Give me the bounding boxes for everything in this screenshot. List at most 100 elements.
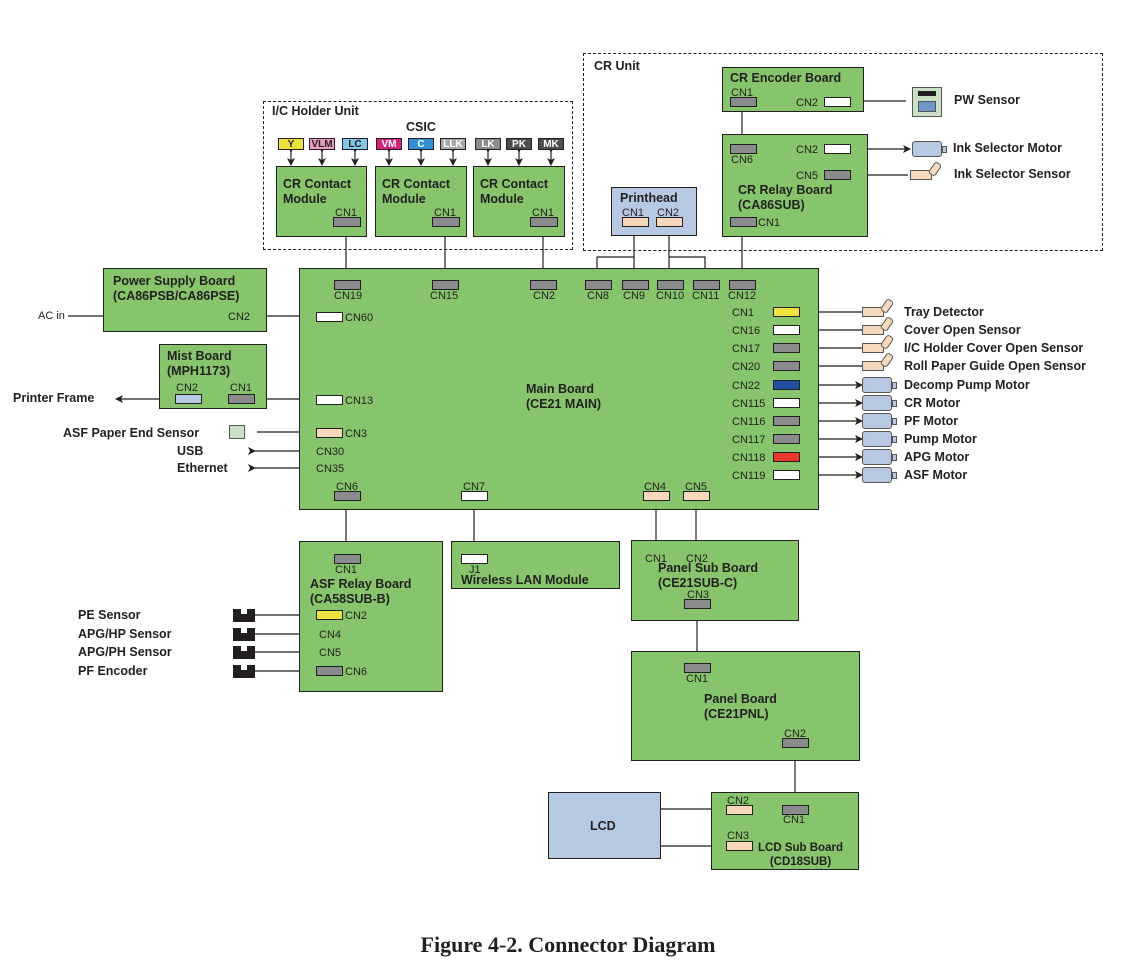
connector-label: CN60	[345, 312, 374, 324]
connector-cn116[interactable]	[773, 416, 800, 426]
connector-cn6[interactable]	[334, 491, 361, 501]
i-c-holder-cover-open-sensor-label: I/C Holder Cover Open Sensor	[904, 341, 1084, 355]
connector-cn1[interactable]	[782, 805, 809, 815]
connector-label: CN2	[727, 795, 750, 807]
connector-cn4[interactable]	[643, 491, 670, 501]
connector-label: CN9	[623, 290, 646, 302]
connector-label: CN1	[434, 207, 457, 219]
connector-cn2[interactable]	[824, 144, 851, 154]
connector-cn1[interactable]	[684, 663, 711, 673]
ink-cartridge-c: C	[408, 138, 434, 150]
connector-cn119[interactable]	[773, 470, 800, 480]
connector-label: CN6	[345, 666, 368, 678]
roll-paper-guide-open-sensor-label: Roll Paper Guide Open Sensor	[904, 359, 1086, 373]
cr-relay-board: CN6 CN2 CN5 CR Relay Board (CA86SUB) CN1	[722, 134, 868, 237]
board-title: CR Relay Board (CA86SUB)	[738, 183, 833, 212]
connector-cn1[interactable]	[333, 217, 361, 227]
connector-cn8[interactable]	[585, 280, 612, 290]
connector-cn115[interactable]	[773, 398, 800, 408]
connector-label: CN3	[345, 428, 368, 440]
connector-cn1[interactable]	[773, 307, 800, 317]
connector-cn4[interactable]: CN4	[319, 629, 342, 641]
connector-cn1[interactable]	[334, 554, 361, 564]
connector-label: CN1	[335, 207, 358, 219]
connector-cn2[interactable]	[782, 738, 809, 748]
ac-in-label: AC in	[38, 310, 65, 322]
connector-cn5[interactable]	[824, 170, 851, 180]
ink-selector-sensor-label: Ink Selector Sensor	[954, 167, 1071, 181]
ink-cartridge-vm: VM	[376, 138, 402, 150]
connector-cn1[interactable]	[530, 217, 558, 227]
connector-cn19[interactable]	[334, 280, 361, 290]
connector-cn6[interactable]	[316, 666, 343, 676]
connector-cn3[interactable]	[316, 428, 343, 438]
connector-label: CN1	[645, 553, 668, 565]
connector-cn2[interactable]	[726, 805, 753, 815]
connector-label: CN3	[727, 830, 750, 842]
connector-cn20[interactable]	[773, 361, 800, 371]
connector-cn11[interactable]	[693, 280, 720, 290]
cr-unit	[583, 53, 1103, 251]
connector-label: CN2	[657, 207, 680, 219]
asf-motor-label: ASF Motor	[904, 468, 968, 482]
connector-cn60[interactable]	[316, 312, 343, 322]
asf-paper-end-sensor-label: ASF Paper End Sensor	[63, 426, 200, 440]
cr-motor-label: CR Motor	[904, 396, 961, 410]
connector-cn1[interactable]	[730, 97, 757, 107]
ic-holder-unit-label: I/C Holder Unit	[272, 104, 359, 118]
connector-j1[interactable]	[461, 554, 488, 564]
connector-label: CN2	[176, 382, 199, 394]
connector-cn5[interactable]	[683, 491, 710, 501]
connector-cn35[interactable]: CN35	[316, 463, 345, 475]
connector-cn1[interactable]	[622, 217, 649, 227]
board-title: Power Supply Board (CA86PSB/CA86PSE)	[113, 274, 240, 303]
connector-label: CN2	[686, 553, 709, 565]
pw-sensor-icon	[912, 87, 942, 117]
pw-sensor-label: PW Sensor	[954, 93, 1020, 107]
connector-label: CN115	[732, 398, 766, 410]
connector-cn30[interactable]: CN30	[316, 446, 345, 458]
board-title: Wireless LAN Module	[461, 573, 589, 587]
connector-cn5[interactable]: CN5	[319, 647, 342, 659]
lcd-sub-board: CN2 CN1 CN3 LCD Sub Board (CD18SUB)	[711, 792, 859, 870]
connector-cn15[interactable]	[432, 280, 459, 290]
connector-cn3[interactable]	[684, 599, 711, 609]
connector-label: CN116	[732, 416, 766, 428]
figure-caption: Figure 4-2. Connector Diagram	[420, 932, 716, 957]
connector-label: CN12	[728, 290, 757, 302]
connector-cn1[interactable]	[228, 394, 255, 404]
printer-frame-label: Printer Frame	[13, 391, 95, 405]
connector-cn2[interactable]	[656, 217, 683, 227]
connector-cn117[interactable]	[773, 434, 800, 444]
ink-wires	[287, 145, 555, 166]
connector-label: CN19	[334, 290, 363, 302]
connector-label: CN4	[644, 481, 667, 493]
connector-label: CN1	[758, 217, 781, 229]
power-supply-board: Power Supply Board (CA86PSB/CA86PSE) CN2	[103, 268, 267, 332]
connector-cn12[interactable]	[729, 280, 756, 290]
connector-cn17[interactable]	[773, 343, 800, 353]
connector-label: J1	[469, 564, 481, 576]
ethernet-label: Ethernet	[177, 461, 228, 475]
connector-cn2[interactable]	[530, 280, 557, 290]
connector-cn1[interactable]	[730, 217, 757, 227]
connector-label: CN117	[732, 434, 766, 446]
connector-cn7[interactable]	[461, 491, 488, 501]
tray-detector-icon	[862, 307, 884, 317]
pf-motor-icon	[862, 413, 897, 429]
connector-cn1[interactable]	[432, 217, 460, 227]
apg-hp-sensor-icon	[233, 628, 255, 641]
connector-cn2[interactable]	[175, 394, 202, 404]
connector-cn118[interactable]	[773, 452, 800, 462]
connector-cn2[interactable]	[316, 610, 343, 620]
connector-cn6[interactable]	[730, 144, 757, 154]
connector-cn16[interactable]	[773, 325, 800, 335]
connector-cn13[interactable]	[316, 395, 343, 405]
connector-cn3[interactable]	[726, 841, 753, 851]
connector-cn2[interactable]	[824, 97, 851, 107]
connector-label: CN1	[686, 673, 709, 685]
connector-cn10[interactable]	[657, 280, 684, 290]
ic-holder-unit	[263, 101, 573, 250]
connector-cn22[interactable]	[773, 380, 800, 390]
connector-cn9[interactable]	[622, 280, 649, 290]
